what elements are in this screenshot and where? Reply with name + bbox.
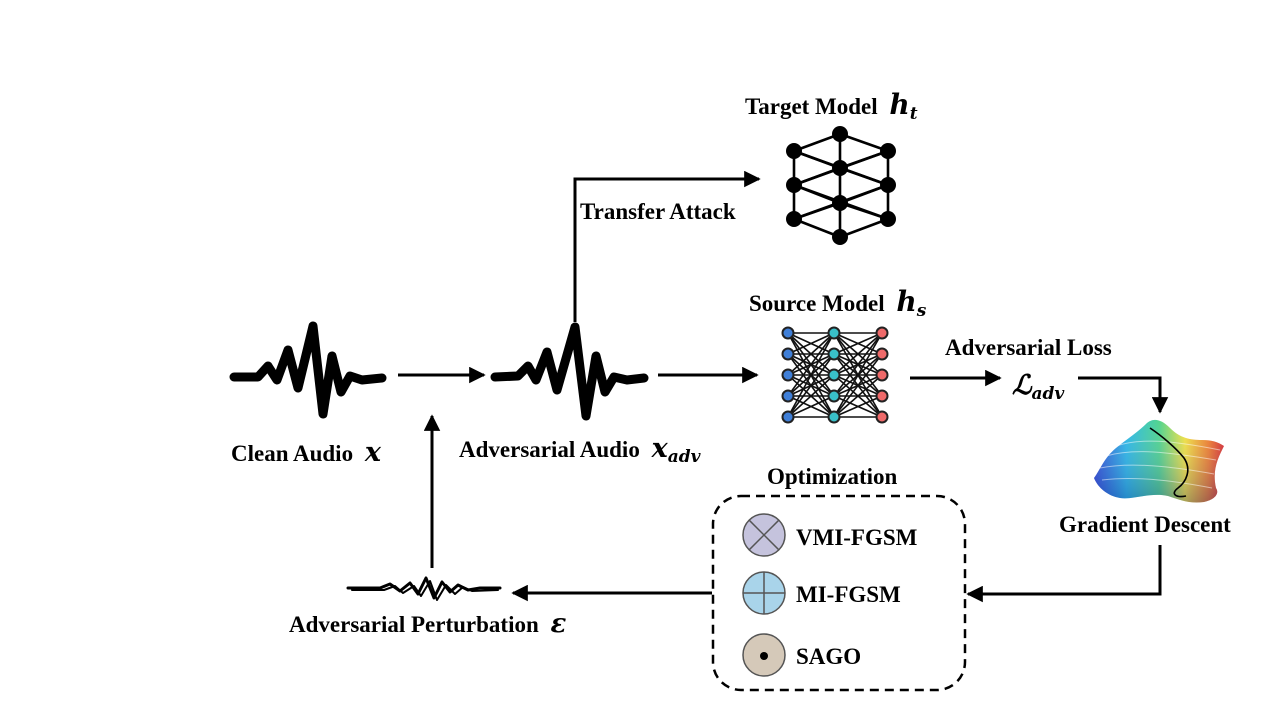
optimizer-label-mi-fgsm: MI-FGSM (796, 582, 901, 607)
source-net-node (781, 389, 795, 403)
loss-surface-icon (1094, 419, 1224, 503)
adversarial-audio-waveform (490, 322, 649, 421)
source-net-node (827, 368, 841, 382)
loss-symbol: ℒadv (1012, 370, 1065, 404)
arrow-gradient-to-optimization (966, 545, 1162, 603)
optimization-box (711, 494, 967, 692)
target-model-label: Target Model ht (745, 88, 918, 124)
arrow-loss-to-gradient (1078, 376, 1169, 414)
source-net-node (781, 326, 795, 340)
source-net-node (827, 389, 841, 403)
optimizer-sago: SAGO (742, 633, 861, 677)
optimizer-label-vmi-fgsm: VMI-FGSM (796, 525, 918, 550)
adversarial-loss-label: Adversarial Loss (945, 335, 1112, 360)
target-model-network-icon (786, 126, 896, 245)
optimizer-mi-fgsm: MI-FGSM (742, 571, 901, 615)
arrow-transfer-attack (573, 170, 761, 322)
optimizer-label-sago: SAGO (796, 644, 861, 669)
source-net-node (875, 389, 889, 403)
source-net-node (827, 410, 841, 424)
source-net-node (827, 326, 841, 340)
perturbation-label: Adversarial Perturbation ε (289, 609, 567, 639)
optimizer-vmi-fgsm: VMI-FGSM (742, 513, 918, 557)
perturbation-waveform (346, 576, 502, 601)
source-net-node (781, 410, 795, 424)
source-net-node (781, 368, 795, 382)
source-net-node (875, 368, 889, 382)
adversarial-audio-label: Adversarial Audio xadv (459, 433, 702, 467)
clean-audio-waveform (229, 321, 387, 419)
source-model-label: Source Model hs (749, 285, 927, 321)
source-net-node (875, 326, 889, 340)
source-model-network-icon (781, 326, 889, 424)
source-net-node (875, 410, 889, 424)
transfer-attack-label: Transfer Attack (580, 199, 736, 224)
clean-audio-label: Clean Audio x (231, 437, 382, 468)
optimization-label: Optimization (767, 464, 898, 489)
source-net-node (827, 347, 841, 361)
source-net-node (781, 347, 795, 361)
gradient-descent-label: Gradient Descent (1059, 512, 1231, 537)
source-net-node (875, 347, 889, 361)
